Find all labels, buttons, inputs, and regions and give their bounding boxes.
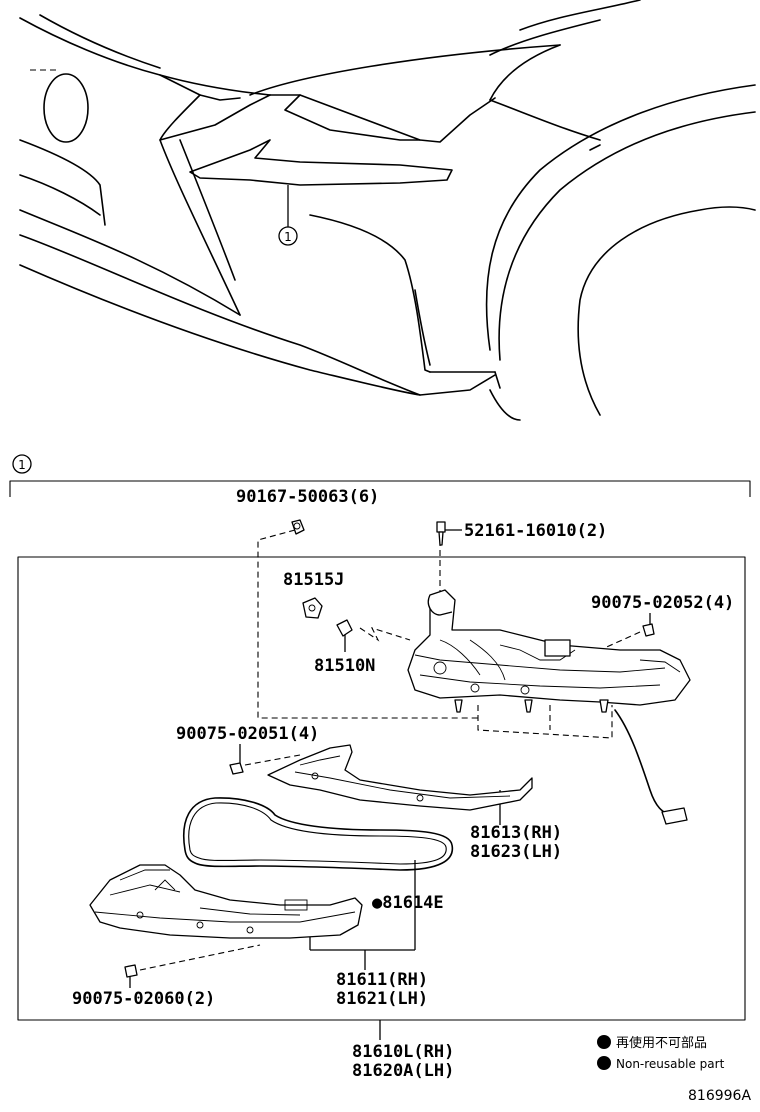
section-1-text: 1 [18,458,26,472]
part-81515-shape[interactable] [302,597,323,619]
label-gasket[interactable]: ●81614E [372,893,444,913]
screw-left-part[interactable] [229,762,244,775]
lens-part[interactable] [89,864,363,939]
screw-top-part[interactable] [291,519,305,535]
legend-bullet-2 [597,1056,611,1070]
label-clip-top[interactable]: 52161-16010(2) [464,521,607,541]
assembly-dashed-lines [139,529,641,971]
label-screw-bottom[interactable]: 90075-02060(2) [72,989,215,1009]
label-81510[interactable]: 81510N [314,656,375,676]
label-bracket-lh[interactable]: 81623(LH) [470,842,562,862]
label-lens-rh[interactable]: 81611(RH) [336,970,428,990]
assembly-frame [17,556,746,1021]
label-lens-lh[interactable]: 81621(LH) [336,989,428,1009]
screw-right-part[interactable] [642,623,655,637]
leader-lines [129,529,651,1040]
label-screw-right[interactable]: 90075-02052(4) [591,593,734,613]
label-assy-rh[interactable]: 81610L(RH) [352,1042,454,1062]
callout-1-text: 1 [284,230,292,244]
legend-line-1: 再使用不可部品 [616,1035,707,1051]
gasket-part[interactable] [183,797,454,871]
label-assy-lh[interactable]: 81620A(LH) [352,1061,454,1081]
diagram-id: 816996A [688,1088,751,1104]
screw-bottom-part[interactable] [124,964,138,978]
clip-top-part[interactable] [436,521,446,546]
part-81510-shape[interactable] [336,619,353,637]
label-screw-top[interactable]: 90167-50063(6) [236,487,379,507]
label-bracket-rh[interactable]: 81613(RH) [470,823,562,843]
legend-bullet-1 [597,1035,611,1049]
legend: 再使用不可部品 Non-reusable part [597,1035,725,1071]
section-bracket [9,480,751,497]
callout-1-marker[interactable]: 1 [278,226,298,246]
bracket-part[interactable] [267,744,533,811]
label-screw-left[interactable]: 90075-02051(4) [176,724,319,744]
lamp-housing-part[interactable] [407,589,691,825]
section-1-marker: 1 [12,454,32,474]
label-81515[interactable]: 81515J [283,570,344,590]
vehicle-front-illustration [19,0,756,421]
legend-line-2: Non-reusable part [616,1057,725,1071]
